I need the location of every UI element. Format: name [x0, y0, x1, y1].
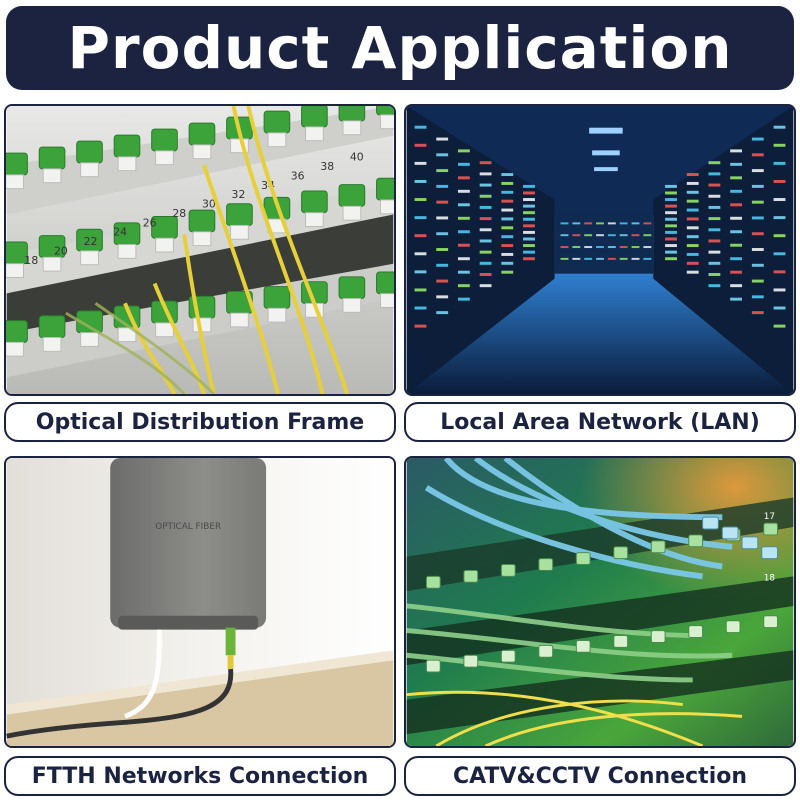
ftth-caption: FTTH Networks Connection [4, 756, 396, 796]
port-number: 22 [84, 235, 98, 248]
catv-illustration: 17 18 [406, 458, 794, 746]
page-title: Product Application [67, 14, 733, 82]
odf-caption: Optical Distribution Frame [4, 402, 396, 442]
catv-photo: 17 18 [404, 456, 796, 748]
port-number: 26 [143, 216, 157, 229]
datacenter-illustration [406, 106, 794, 394]
catv-caption-text: CATV&CCTV Connection [452, 763, 748, 789]
port-number: 30 [202, 198, 216, 211]
lan-caption-text: Local Area Network (LAN) [440, 409, 760, 435]
port-number: 18 [24, 254, 38, 267]
port-number: 24 [113, 226, 127, 239]
lan-caption: Local Area Network (LAN) [404, 402, 796, 442]
ftth-photo: OPTICAL FIBER [4, 456, 396, 748]
header-banner: Product Application [6, 6, 794, 90]
port-number: 40 [350, 151, 364, 164]
port-number: 38 [320, 160, 334, 173]
odf-caption-text: Optical Distribution Frame [35, 409, 365, 435]
port-number: 28 [172, 207, 186, 220]
port-number: 36 [291, 169, 305, 182]
catv-caption: CATV&CCTV Connection [404, 756, 796, 796]
ftth-illustration: OPTICAL FIBER [6, 458, 394, 746]
lan-photo [404, 104, 796, 396]
port-number-17: 17 [764, 512, 775, 522]
port-number: 32 [232, 188, 246, 201]
box-label: OPTICAL FIBER [155, 522, 221, 532]
ftth-caption-text: FTTH Networks Connection [31, 763, 369, 789]
port-number-18: 18 [764, 573, 776, 583]
port-number: 20 [54, 244, 68, 257]
